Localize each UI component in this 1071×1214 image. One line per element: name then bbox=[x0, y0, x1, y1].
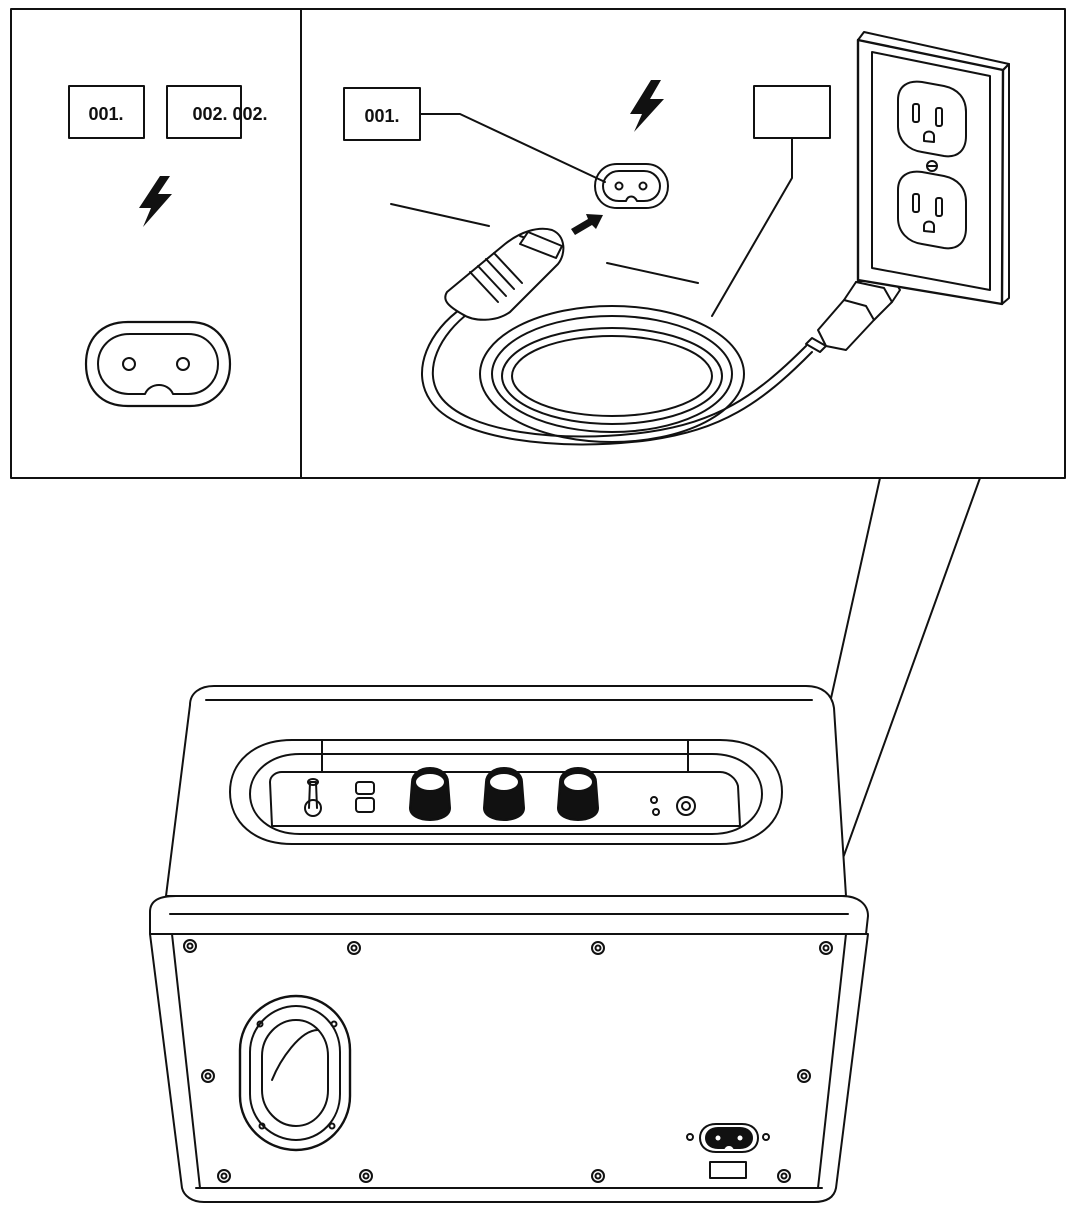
label-left-1: 001. bbox=[88, 104, 123, 124]
label-box-left-2 bbox=[166, 85, 242, 139]
wall-outlet-icon bbox=[856, 31, 1010, 306]
ac-power-inlet bbox=[686, 1123, 770, 1153]
leader-line-socket bbox=[419, 113, 606, 183]
toggle-switch bbox=[304, 778, 322, 817]
screws bbox=[183, 939, 833, 1183]
lightning-bolt-icon bbox=[139, 176, 172, 227]
speaker bbox=[149, 685, 869, 1203]
label-box-left-1 bbox=[68, 85, 145, 139]
lightning-bolt-icon bbox=[630, 80, 664, 132]
power-cable bbox=[420, 305, 813, 446]
left-panel: 001. 002. 002. bbox=[68, 85, 268, 408]
label-box-right-2 bbox=[753, 85, 831, 139]
label-box-right-1 bbox=[343, 87, 421, 141]
figure-8-socket-icon bbox=[84, 320, 232, 408]
aux-jack bbox=[676, 796, 696, 816]
knob-3 bbox=[557, 767, 599, 821]
knob-1 bbox=[409, 767, 451, 821]
rating-label bbox=[709, 1161, 747, 1179]
status-led bbox=[652, 808, 660, 816]
leader-line-plug bbox=[711, 137, 793, 317]
knob-2 bbox=[483, 767, 525, 821]
control-panel bbox=[229, 739, 783, 845]
status-led bbox=[650, 796, 658, 804]
label-right-1: 001. bbox=[364, 106, 399, 126]
label-left-2: 002. 002. bbox=[192, 104, 267, 124]
right-panel: 001. bbox=[343, 31, 1010, 446]
push-buttons bbox=[355, 781, 375, 813]
bass-port bbox=[238, 994, 352, 1152]
figure-8-socket-icon bbox=[594, 163, 669, 209]
c7-connector bbox=[444, 227, 565, 321]
insert-arrow-icon bbox=[571, 214, 603, 235]
